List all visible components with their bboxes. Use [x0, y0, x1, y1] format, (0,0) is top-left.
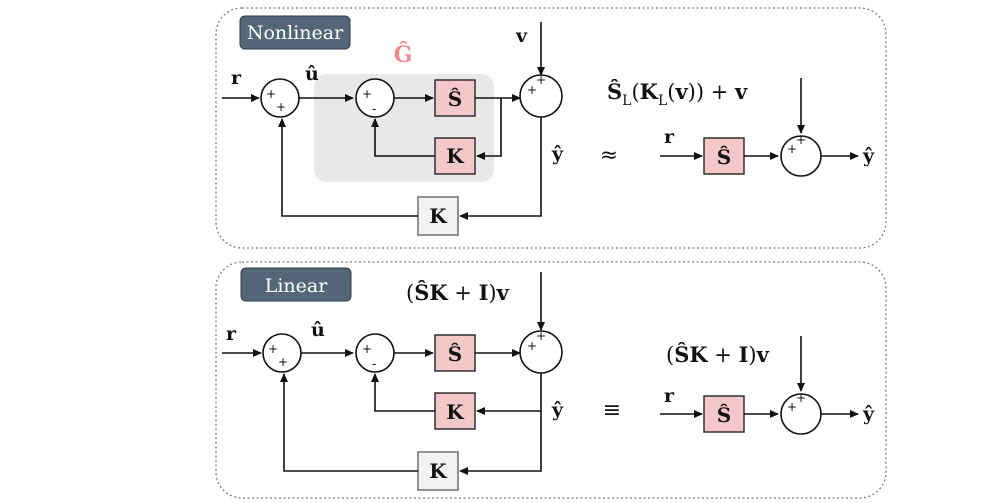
- sum1b-sign-bottom: +: [278, 355, 288, 369]
- nonlinear-tag: [239, 15, 351, 50]
- eq1-y-hat-label: ŷ: [862, 145, 875, 167]
- eq2-sign-top: +: [796, 391, 806, 405]
- approx-symbol: ≈: [600, 143, 618, 168]
- inner-k-block-label: K: [446, 144, 464, 168]
- inner-k-block: [434, 137, 476, 175]
- sum2b-sign-bottom: -: [372, 357, 376, 371]
- g-hat-label: Ĝ: [394, 41, 413, 68]
- eq1-s-hat-block-label: Ŝ: [717, 144, 731, 169]
- nonlinear-panel-border: [215, 7, 887, 249]
- disturbance-expression: (ŜK + I)v: [406, 280, 510, 305]
- s-hat-block: [434, 79, 476, 117]
- u-hat-label-2: û: [311, 319, 325, 341]
- equivalence-symbol: ≡: [603, 398, 621, 423]
- s-hat-block-label-2: Ŝ: [448, 341, 462, 366]
- r-label-2: r: [226, 323, 237, 345]
- eq1-sign-left: +: [787, 142, 797, 156]
- v-label: v: [515, 25, 528, 47]
- y-hat-label-2: ŷ: [551, 399, 564, 421]
- y-outer-feedback-arrow-2: [459, 373, 542, 475]
- sum1-sign-top: +: [266, 87, 276, 101]
- sum3b-sign-top: +: [536, 329, 546, 343]
- inner-k-block-label-2: K: [446, 400, 464, 424]
- y-feedback-arrow: [459, 117, 542, 220]
- s-hat-block-2: [434, 334, 476, 372]
- u-hat-label: û: [305, 63, 319, 85]
- sum2-sign-bottom: -: [372, 102, 376, 116]
- sum3-sign-top: +: [536, 73, 546, 87]
- nonlinear-panel: Nonlinear Ĝ r + + û + - Ŝ K v: [215, 7, 887, 249]
- inner-k-to-sum2-arrow-2: [371, 373, 435, 412]
- inner-k-to-sum2-arrow: [371, 118, 435, 157]
- eq2-sign-left: +: [787, 400, 797, 414]
- linear-panel-border: [215, 261, 887, 499]
- approx-expression: ŜL(KL(v)) + v: [607, 79, 748, 109]
- outer-k-to-sum1-arrow-2: [280, 373, 418, 472]
- linear-tag-label: Linear: [265, 275, 329, 297]
- eq2-y-hat-label: ŷ: [862, 403, 875, 425]
- eq1-r-label: r: [664, 126, 675, 148]
- sum2-sign-top: +: [362, 87, 372, 101]
- outer-k-block-label: K: [429, 204, 447, 228]
- eq2-s-hat-block: [703, 395, 745, 433]
- eq1-sign-top: +: [796, 133, 806, 147]
- sum2b-sign-top: +: [362, 342, 372, 356]
- inner-loop-to-k-arrow: [476, 98, 502, 160]
- s-hat-block-label: Ŝ: [448, 86, 462, 111]
- nonlinear-tag-label: Nonlinear: [247, 22, 344, 44]
- y-hat-label: ŷ: [551, 143, 564, 165]
- linear-panel: Linear (ŜK + I)v r + + û + - Ŝ + + ŷ K: [215, 261, 887, 499]
- sum1-sign-bottom: +: [276, 100, 286, 114]
- eq1-s-hat-block: [703, 137, 745, 175]
- outer-k-block-label-2: K: [429, 459, 447, 483]
- r-label: r: [231, 67, 242, 89]
- outer-k-block-2: [417, 451, 459, 491]
- eq2-r-label: r: [664, 385, 675, 407]
- outer-k-block: [417, 196, 459, 236]
- sum3b-sign-left: +: [527, 339, 537, 353]
- sum3-sign-left: +: [527, 83, 537, 97]
- sum1b-sign-top: +: [268, 342, 278, 356]
- disturbance-expression-right: (ŜK + I)v: [666, 342, 770, 367]
- outer-k-to-sum1-arrow: [278, 118, 418, 217]
- eq2-s-hat-block-label: Ŝ: [717, 402, 731, 427]
- linear-tag: [240, 267, 352, 302]
